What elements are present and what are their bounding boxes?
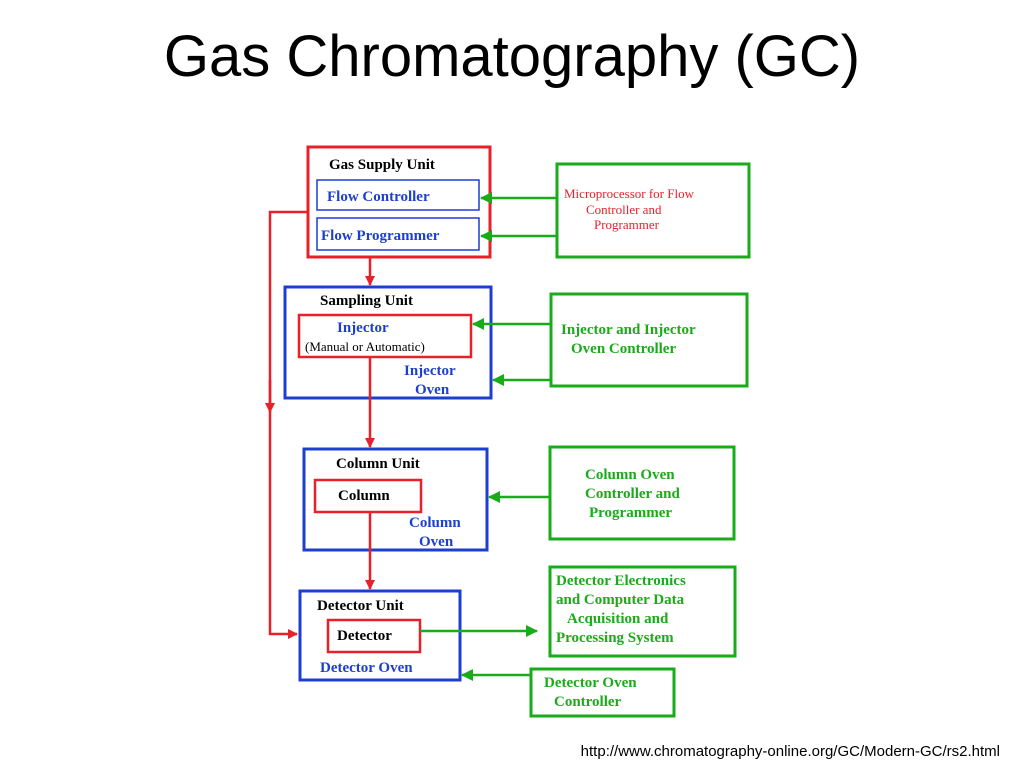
detector-label: Detector <box>337 628 392 644</box>
injector-controller: Injector and Injector Oven Controller <box>549 292 749 388</box>
microprocessor-line-1: Microprocessor for Flow <box>564 186 695 201</box>
column-oven-controller-line-1: Column Oven <box>585 467 675 483</box>
bypass-line <box>268 210 308 639</box>
injector-controller-box <box>549 292 749 388</box>
gas-supply-unit-title: Gas Supply Unit <box>329 157 435 173</box>
control-arrows <box>420 192 557 681</box>
detector-oven-controller-line-1: Detector Oven <box>544 675 637 691</box>
detector-unit: Detector Unit Detector Detector Oven <box>298 589 462 682</box>
detector-box <box>326 618 422 654</box>
detector-electronics: Detector Electronics and Computer Data A… <box>548 565 737 658</box>
flow-controller-box <box>316 179 480 211</box>
detector-electronics-box <box>548 565 737 658</box>
injector-controller-line-1: Injector and Injector <box>561 322 696 338</box>
injector-label: Injector <box>337 320 389 336</box>
detector-unit-box <box>298 589 462 682</box>
detector-unit-title: Detector Unit <box>317 598 404 614</box>
injector-oven-label-1: Injector <box>404 363 456 379</box>
column-unit-box <box>302 447 489 552</box>
flow-programmer-label: Flow Programmer <box>321 228 440 244</box>
column-oven-controller-line-2: Controller and <box>585 486 681 502</box>
detector-oven-controller-box <box>529 667 676 718</box>
microprocessor-box <box>555 162 751 259</box>
detector-electronics-line-1: Detector Electronics <box>556 573 686 589</box>
detector-oven-controller-line-2: Controller <box>554 694 622 710</box>
source-url[interactable]: http://www.chromatography-online.org/GC/… <box>580 743 1000 760</box>
injector-box <box>297 313 473 359</box>
column-oven-controller-box <box>548 445 736 541</box>
detector-electronics-line-4: Processing System <box>556 630 674 646</box>
column-oven-controller-line-3: Programmer <box>589 505 672 521</box>
column-oven-label-1: Column <box>409 515 461 531</box>
sampling-unit-title: Sampling Unit <box>320 293 413 309</box>
injector-controller-line-2: Oven Controller <box>571 341 676 357</box>
column-oven-controller: Column Oven Controller and Programmer <box>548 445 736 541</box>
detector-electronics-line-2: and Computer Data <box>556 592 685 608</box>
injector-mode-label: (Manual or Automatic) <box>305 339 425 354</box>
detector-electronics-line-3: Acquisition and <box>567 611 669 627</box>
gas-supply-unit: Gas Supply Unit Flow Controller Flow Pro… <box>306 145 492 259</box>
microprocessor-line-3: Programmer <box>594 217 660 232</box>
column-label: Column <box>338 488 390 504</box>
microprocessor-controller: Microprocessor for Flow Controller and P… <box>555 162 751 259</box>
sampling-unit: Sampling Unit Injector (Manual or Automa… <box>283 285 493 400</box>
column-unit: Column Unit Column Column Oven <box>302 447 489 552</box>
flow-programmer-box <box>316 217 480 251</box>
microprocessor-line-2: Controller and <box>586 202 662 217</box>
detector-oven-label: Detector Oven <box>320 660 413 676</box>
injector-oven-label-2: Oven <box>415 382 450 398</box>
page-title: Gas Chromatography (GC) <box>163 24 861 89</box>
column-oven-label-2: Oven <box>419 534 454 550</box>
detector-oven-controller: Detector Oven Controller <box>529 667 676 718</box>
gas-flow-arrows <box>265 210 375 639</box>
column-box <box>313 478 423 514</box>
sampling-unit-box <box>283 285 493 400</box>
flow-controller-label: Flow Controller <box>327 189 430 205</box>
column-unit-title: Column Unit <box>336 456 420 472</box>
